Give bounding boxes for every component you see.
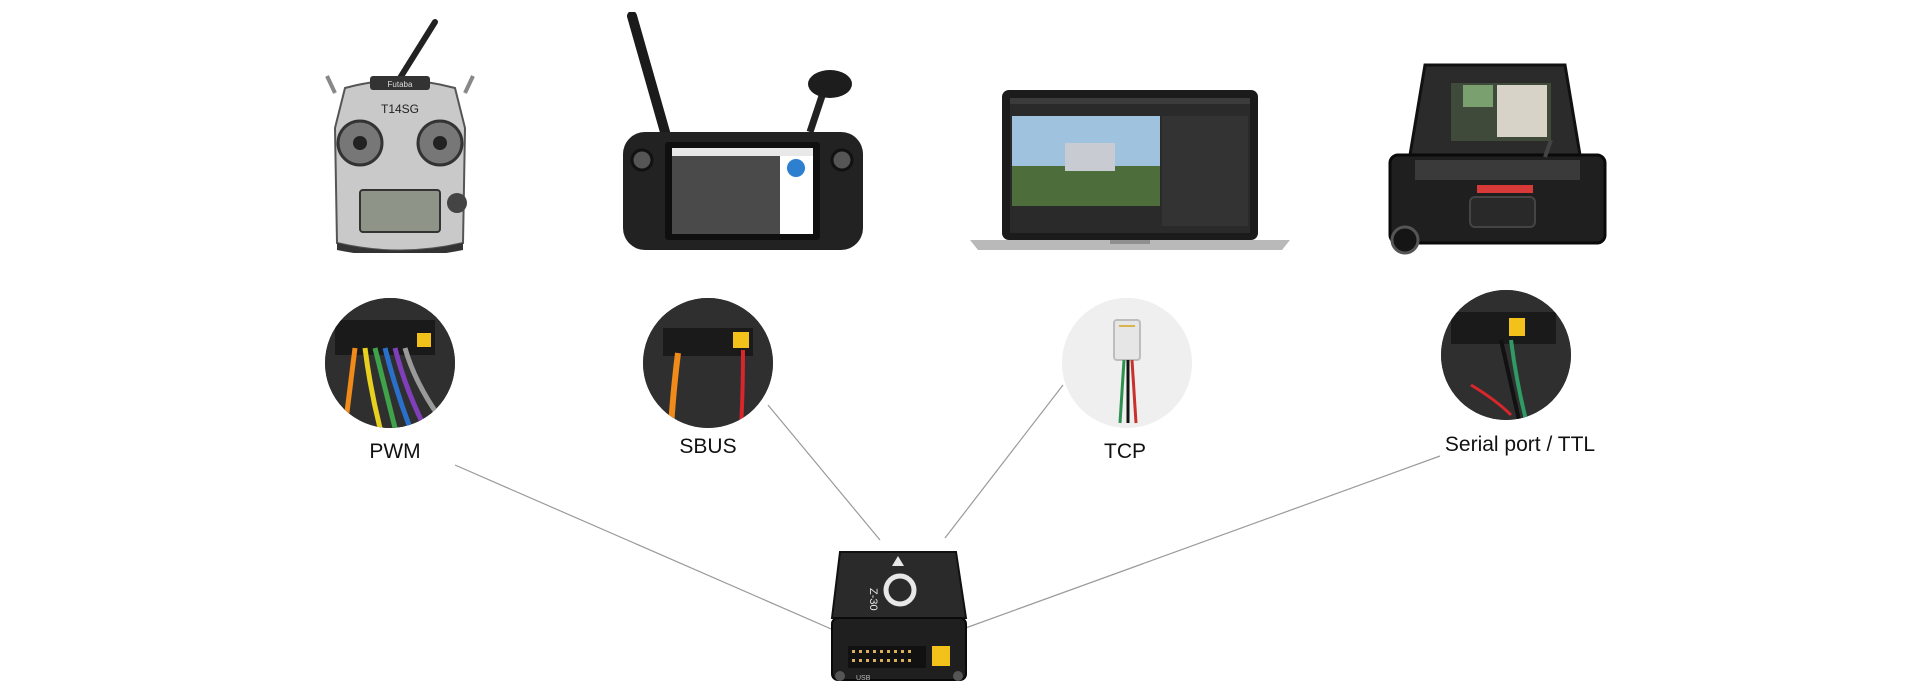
rc-transmitter-image: Futaba T14SG: [315, 18, 485, 253]
line-sbus: [767, 404, 881, 541]
z30-controller-image: Z-30 USB: [828, 548, 970, 688]
pwm-connector-closeup: [325, 298, 455, 428]
label-tcp: TCP: [1104, 440, 1146, 463]
line-pwm: [454, 464, 846, 636]
label-pwm: PWM: [369, 440, 421, 463]
sbus-connector-closeup: [643, 298, 773, 428]
remote-brand-text: Futaba: [388, 80, 413, 89]
line-tcp: [944, 384, 1064, 539]
tcp-connector-closeup: [1062, 298, 1192, 428]
usb-text: USB: [856, 675, 871, 682]
label-serial: Serial port / TTL: [1444, 433, 1596, 456]
model-text: Z-30: [867, 588, 879, 611]
serial-connector-closeup: [1441, 290, 1571, 420]
label-sbus: SBUS: [679, 435, 737, 458]
ground-station-image: [1385, 45, 1610, 255]
smart-controller-image: [620, 12, 865, 257]
line-serial: [959, 455, 1441, 631]
laptop-image: [970, 88, 1290, 253]
remote-model-text: T14SG: [381, 102, 419, 116]
